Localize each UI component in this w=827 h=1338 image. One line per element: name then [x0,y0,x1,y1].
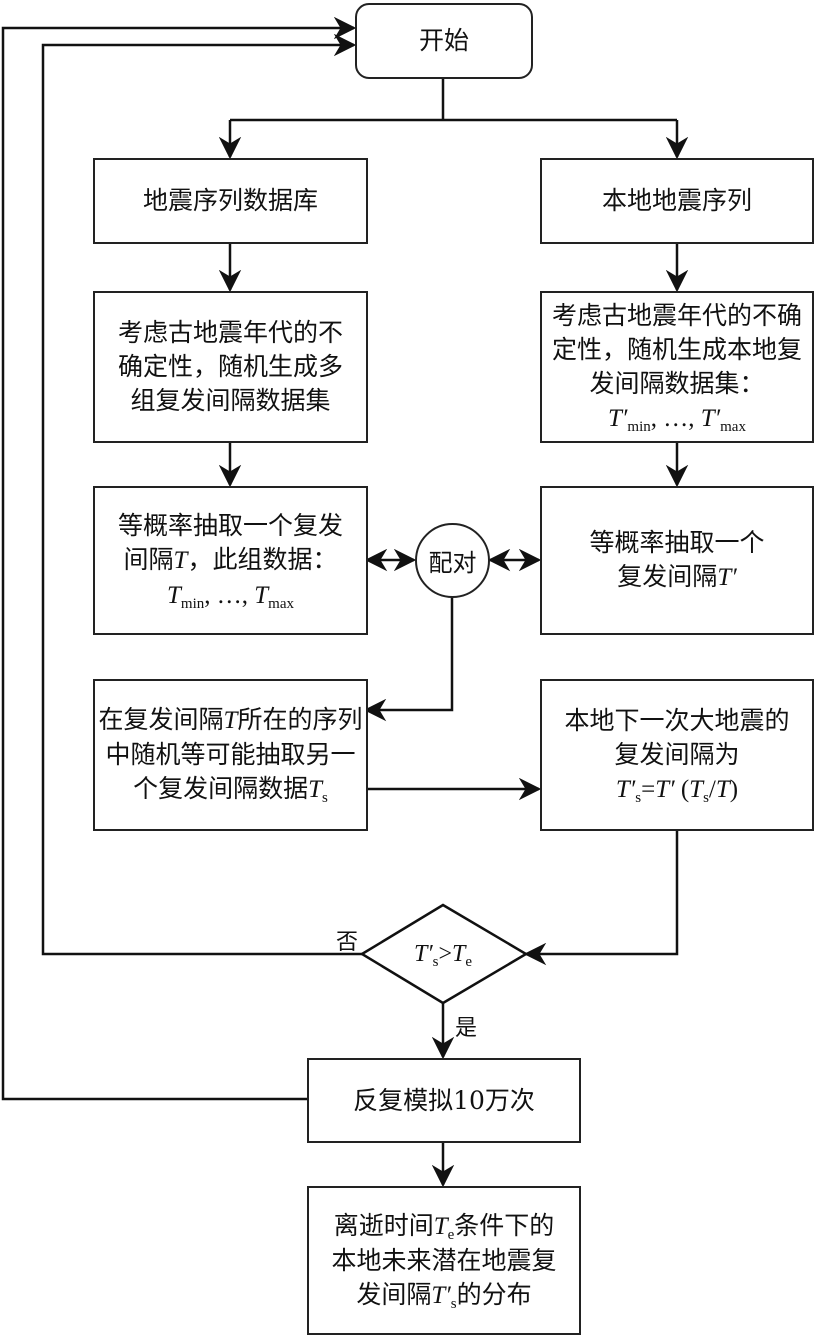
local-sequence-label: 本地地震序列 [601,186,752,215]
generate-local-text: 考虑古地震年代的不确定性，随机生成本地复发间隔数据集： [551,300,802,398]
repeat-simulation-node: 反复模拟10万次 [307,1058,581,1143]
generate-groups-label: 考虑古地震年代的不确定性，随机生成多组复发间隔数据集 [117,318,343,415]
draw-Tprime-node: 等概率抽取一个复发间隔T′ [540,486,814,635]
edge-decision-no-loop [41,33,362,956]
draw-T-label: 等概率抽取一个复发间隔T，此组数据：Tmin, …, Tmax [117,510,343,612]
draw-Tprime-label: 等概率抽取一个复发间隔T′ [589,528,765,591]
decision-label: T′s>Te [413,940,473,970]
no-label: 否 [336,930,359,955]
edge-pair-to-Ts [363,597,454,722]
pair-label: 配对 [428,549,477,577]
result-label: 离逝时间Te条件下的本地未来潜在地震复发间隔T′s的分布 [331,1210,557,1312]
earthquake-database-node: 地震序列数据库 [93,158,368,244]
pair-node: 配对 [415,523,490,598]
result-distribution-node: 离逝时间Te条件下的本地未来潜在地震复发间隔T′s的分布 [307,1186,581,1335]
next-quake-text: 本地下一次大地震的复发间隔为 [564,705,790,769]
database-label: 地震序列数据库 [142,186,318,215]
draw-Ts-label: 在复发间隔T所在的序列中随机等可能抽取另一个复发间隔数据Ts [98,705,363,806]
generate-local-math: T′min, …, T′max [608,404,746,435]
draw-Ts-node: 在复发间隔T所在的序列中随机等可能抽取另一个复发间隔数据Ts [93,679,368,831]
repeat-label: 反复模拟10万次 [353,1085,535,1115]
edge-repeat-loop [1,16,357,1101]
decision-diamond [359,903,529,1005]
draw-T-node: 等概率抽取一个复发间隔T，此组数据：Tmin, …, Tmax [93,486,368,635]
generate-groups-node: 考虑古地震年代的不确定性，随机生成多组复发间隔数据集 [93,291,368,443]
start-node: 开始 [355,3,533,79]
start-label: 开始 [418,26,469,55]
local-sequence-node: 本地地震序列 [540,158,814,244]
yes-label: 是 [455,1016,478,1041]
generate-local-node: 考虑古地震年代的不确定性，随机生成本地复发间隔数据集： T′min, …, T′… [540,291,814,443]
edge-start-split [230,78,677,122]
next-quake-formula: T′s=T′ (Ts/T) [615,775,739,806]
next-quake-label: 本地下一次大地震的复发间隔为 T′s=T′ (Ts/T) [564,704,790,807]
generate-local-label: 考虑古地震年代的不确定性，随机生成本地复发间隔数据集： T′min, …, T′… [550,299,804,436]
next-quake-node: 本地下一次大地震的复发间隔为 T′s=T′ (Ts/T) [540,679,814,831]
edge-next-to-decision [523,830,679,966]
